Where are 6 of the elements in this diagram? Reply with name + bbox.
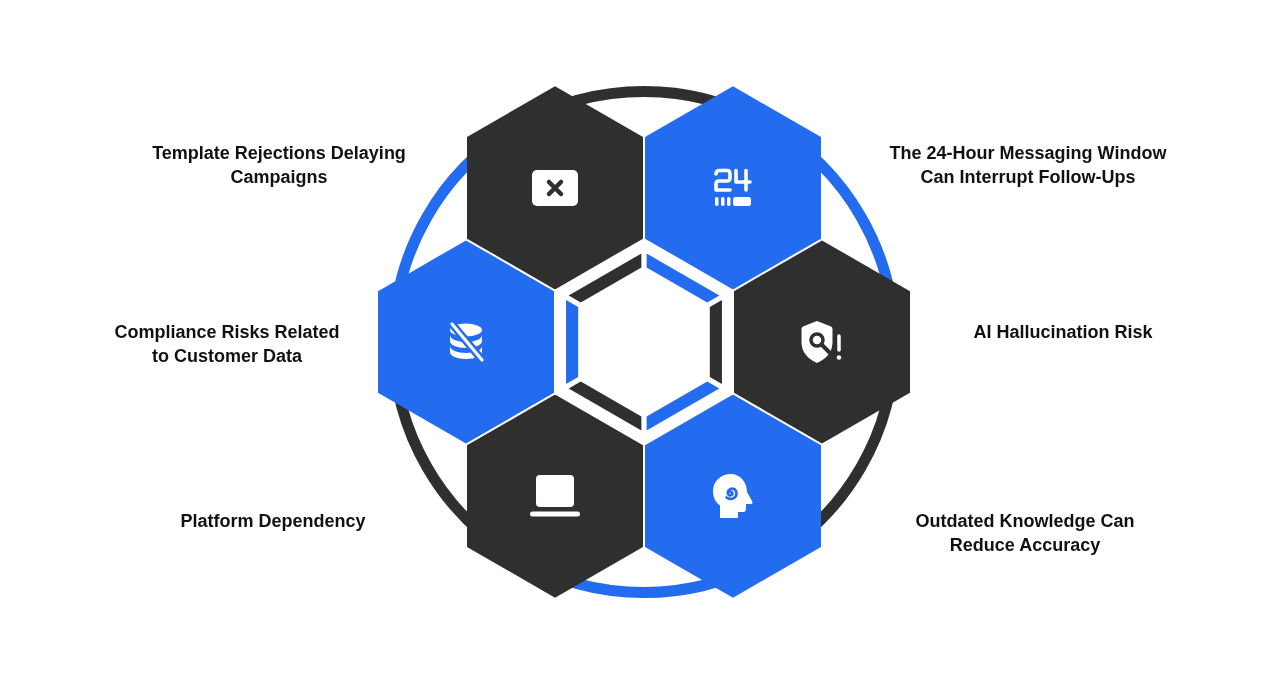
caption-text: Template Rejections Delaying Campaigns <box>151 142 407 189</box>
caption-text: The 24-Hour Messaging Window Can Interrupt Follow-Ups <box>888 142 1168 189</box>
caption-text: AI Hallucination Risk <box>972 321 1154 344</box>
caption-text: Outdated Knowledge Can Reduce Accuracy <box>914 510 1136 557</box>
caption-text: Compliance Risks Related to Customer Data <box>113 321 341 368</box>
caption-text: Platform Dependency <box>179 510 367 533</box>
